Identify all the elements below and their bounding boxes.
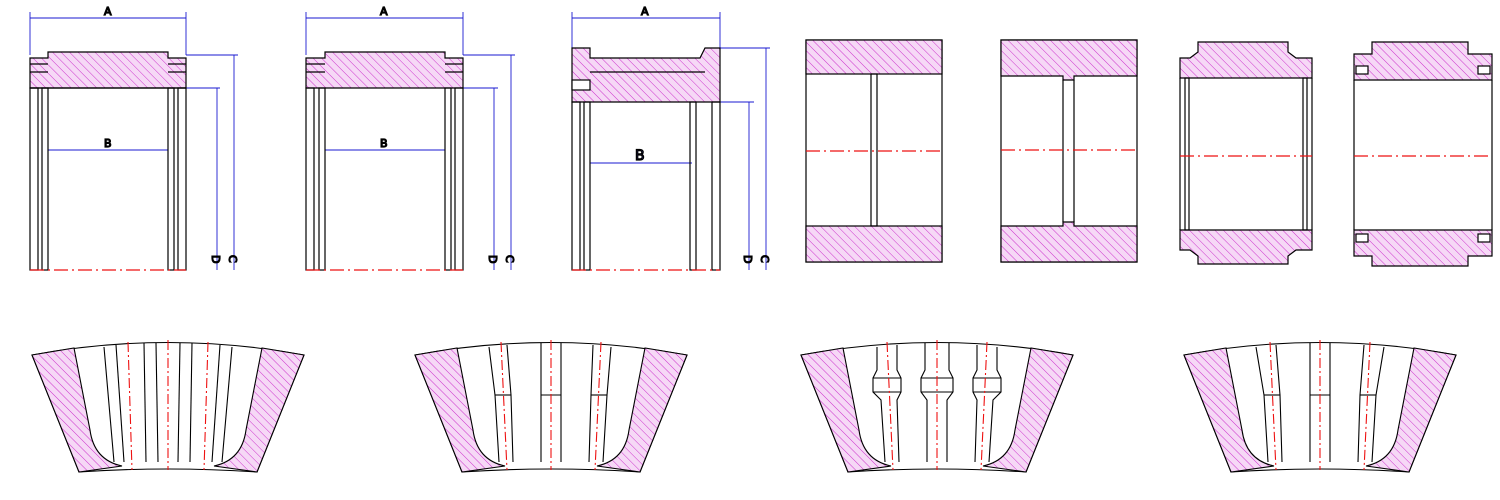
dimension-label-c: C [503, 255, 516, 263]
dimension-lines [29, 12, 238, 270]
ring-section-bottom [805, 225, 943, 263]
dimension-label-a: A [641, 5, 649, 18]
roller-pockets [872, 343, 1002, 463]
dimension-label-b: B [380, 137, 388, 150]
hatched-end-left [1183, 347, 1275, 473]
dimension-label-a: A [104, 5, 112, 18]
outer-ring-section [305, 51, 464, 89]
hatched-end-left [800, 347, 892, 473]
ring-section-top [1179, 41, 1313, 79]
roller-pockets [103, 342, 233, 463]
dimension-label-d: D [209, 255, 222, 263]
dimension-label-b: B [104, 137, 112, 150]
hatched-end-left [31, 347, 123, 473]
section-view-5 [1000, 39, 1138, 263]
arc-segment-view-2 [414, 340, 688, 473]
hatched-end-right [213, 347, 305, 473]
ring-section-top [1353, 41, 1493, 81]
ring-section-top [1000, 39, 1138, 81]
ring-section-bottom [1353, 229, 1493, 267]
hatched-end-right [596, 347, 688, 473]
dimension-lines [571, 12, 770, 270]
dimension-label-d: D [486, 255, 499, 263]
dimension-label-b: B [635, 148, 645, 164]
section-view-2: A B D C [305, 4, 517, 271]
arc-segment-view-1 [31, 340, 305, 473]
section-view-7 [1353, 41, 1493, 267]
roller-pockets [488, 343, 612, 463]
hatched-end-right [982, 347, 1074, 473]
outer-ring-section [29, 51, 187, 89]
section-view-3: A B D C [571, 4, 772, 271]
outer-ring-section [571, 47, 721, 103]
arc-segment-view-4 [1183, 340, 1457, 473]
roller-pockets [1255, 343, 1385, 463]
arc-segment-view-3 [800, 340, 1074, 473]
dimension-label-a: A [380, 5, 388, 18]
section-view-6 [1179, 41, 1313, 265]
ring-section-bottom [1000, 221, 1138, 263]
ring-section-bottom [1179, 229, 1313, 265]
section-view-4 [805, 39, 943, 263]
hatched-end-left [414, 347, 506, 473]
dimension-lines [305, 12, 515, 270]
dimension-label-c: C [758, 255, 771, 263]
dimension-label-c: C [226, 255, 239, 263]
ring-section-top [805, 39, 943, 75]
hatched-end-right [1365, 347, 1457, 473]
section-view-1: A B D C [29, 4, 240, 271]
dimension-label-d: D [741, 255, 754, 263]
